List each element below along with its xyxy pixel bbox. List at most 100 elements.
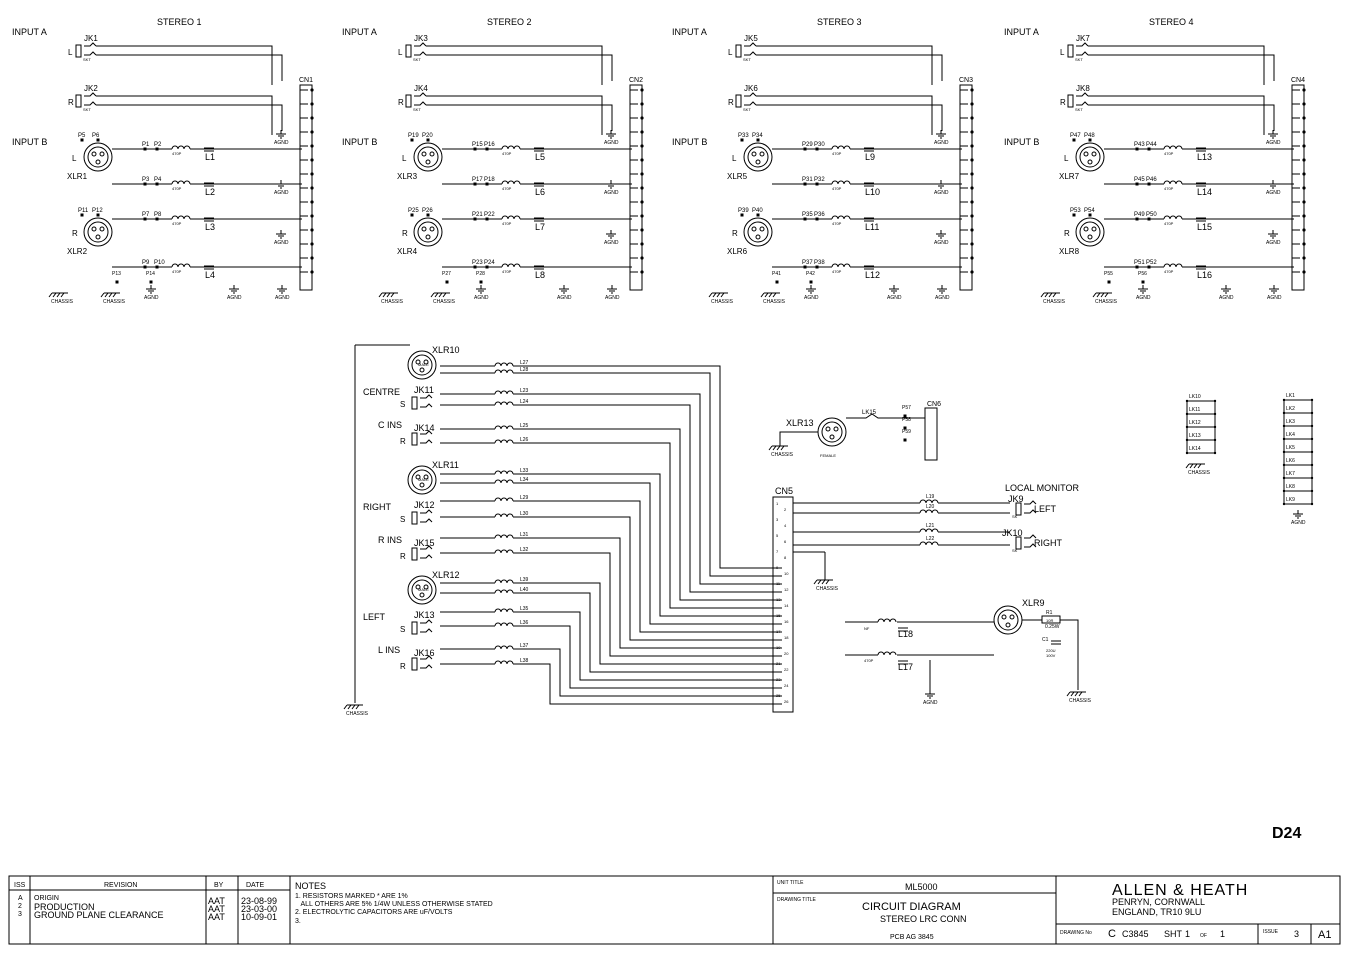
inductor-coil <box>171 145 191 150</box>
xlr-outer <box>743 217 773 247</box>
jack-r: R <box>400 662 406 671</box>
capacitor <box>204 147 214 152</box>
pin-ref: P54 <box>1084 208 1095 214</box>
wire <box>513 516 782 641</box>
inductor <box>1163 215 1183 220</box>
wire <box>100 292 105 298</box>
wire <box>760 292 765 298</box>
inductor <box>919 499 939 504</box>
junction-dot <box>310 186 314 190</box>
capacitor <box>204 217 214 222</box>
xlr-pin <box>429 151 435 157</box>
jack-ref: JK9 <box>1008 494 1024 504</box>
jack-body <box>405 44 412 58</box>
xlr-pin <box>425 234 431 240</box>
inductor-ref: L4 <box>205 270 215 280</box>
pin-ref: P3 <box>142 177 150 183</box>
xlr-connector <box>407 465 437 495</box>
inductor <box>494 362 514 367</box>
agnd-symbol: AGND <box>935 285 950 301</box>
agnd-label: AGND <box>934 240 949 246</box>
junction-dot <box>970 242 974 246</box>
inductor <box>494 439 514 444</box>
wire <box>1044 292 1049 298</box>
xlr-gender: MALE <box>418 477 429 482</box>
pin-ref: P37 <box>802 260 813 266</box>
cap-voltage: 100V <box>1046 653 1056 658</box>
test-pin <box>740 138 744 142</box>
junction-dot <box>640 116 644 120</box>
drawing-subtitle: STEREO LRC CONN <box>880 914 967 924</box>
agnd-symbol: AGND <box>934 130 949 146</box>
channel-label: R <box>728 98 734 107</box>
jack-ref: JK1 <box>84 34 98 43</box>
inductor-coil <box>494 390 514 395</box>
wire <box>426 54 613 81</box>
xlr-connector <box>817 417 847 447</box>
pin-ref: P6 <box>92 133 100 139</box>
xlr-ref: XLR7 <box>1059 172 1080 181</box>
xlr-outer <box>743 142 773 172</box>
chassis-symbol: CHASSIS <box>1185 463 1211 476</box>
wire <box>426 95 603 135</box>
agnd-symbol: AGND <box>275 285 290 301</box>
pin-ref: P8 <box>154 212 162 218</box>
pin-number: 1 <box>776 501 779 506</box>
chassis-symbol: CHASSIS <box>430 292 456 305</box>
pin-ref: P15 <box>472 142 483 148</box>
inductor-coil <box>494 608 514 613</box>
rev-desc: ORIGIN <box>34 895 59 902</box>
wire <box>513 611 782 681</box>
pin-ref: P9 <box>142 260 150 266</box>
test-pin <box>115 280 119 284</box>
connector-ref: CN6 <box>927 401 941 408</box>
jack-s: S <box>400 625 405 634</box>
agnd-label: AGND <box>1266 240 1281 246</box>
agnd-label: AGND <box>474 295 489 301</box>
agnd-symbol: AGND <box>557 285 572 301</box>
xlr-pin <box>99 151 105 157</box>
chassis-label: CHASSIS <box>1069 698 1092 704</box>
chassis-label: CHASSIS <box>1188 470 1211 476</box>
junction-dot <box>970 228 974 232</box>
wire-ref: L23 <box>520 388 529 394</box>
jack-ref: JK15 <box>414 538 435 548</box>
pin-ref: P13 <box>112 271 121 277</box>
test-pin <box>96 213 100 217</box>
agnd-label: AGND <box>144 295 159 301</box>
pin-number: 2 <box>784 507 787 512</box>
capacitor <box>898 660 908 665</box>
jack-socket <box>411 619 433 635</box>
inductor-coil <box>831 180 851 185</box>
xlr-pin <box>421 151 427 157</box>
pcb-number: PCB AG 3845 <box>890 934 934 941</box>
rev-iss: A <box>18 895 23 902</box>
pin-ref: P19 <box>408 133 419 139</box>
junction-dot <box>310 228 314 232</box>
inductor-coil <box>494 579 514 584</box>
pin-ref: P28 <box>476 271 485 277</box>
inductor-coil <box>877 618 897 623</box>
cap-value: 470P <box>502 221 512 226</box>
agnd-label: AGND <box>1267 295 1282 301</box>
xlr-outer <box>1075 142 1105 172</box>
inductor-ref: L3 <box>205 222 215 232</box>
wire <box>768 445 773 451</box>
cap-value: 470P <box>1164 186 1174 191</box>
jack-body <box>75 94 82 108</box>
jack-body <box>411 621 418 635</box>
capacitor <box>204 182 214 187</box>
link-ref: LK10 <box>1189 394 1201 400</box>
junction-dot <box>640 172 644 176</box>
agnd-symbol: AGND <box>274 230 289 246</box>
xlr-pin <box>1083 151 1089 157</box>
test-pin <box>775 280 779 284</box>
wire <box>420 403 433 408</box>
inductor <box>494 622 514 627</box>
wire <box>513 625 782 689</box>
pin-pad <box>756 213 760 217</box>
test-pin <box>756 138 760 142</box>
chassis-label: CHASSIS <box>816 586 839 592</box>
jack-body <box>411 432 418 446</box>
inductor-ref: L12 <box>865 270 880 280</box>
